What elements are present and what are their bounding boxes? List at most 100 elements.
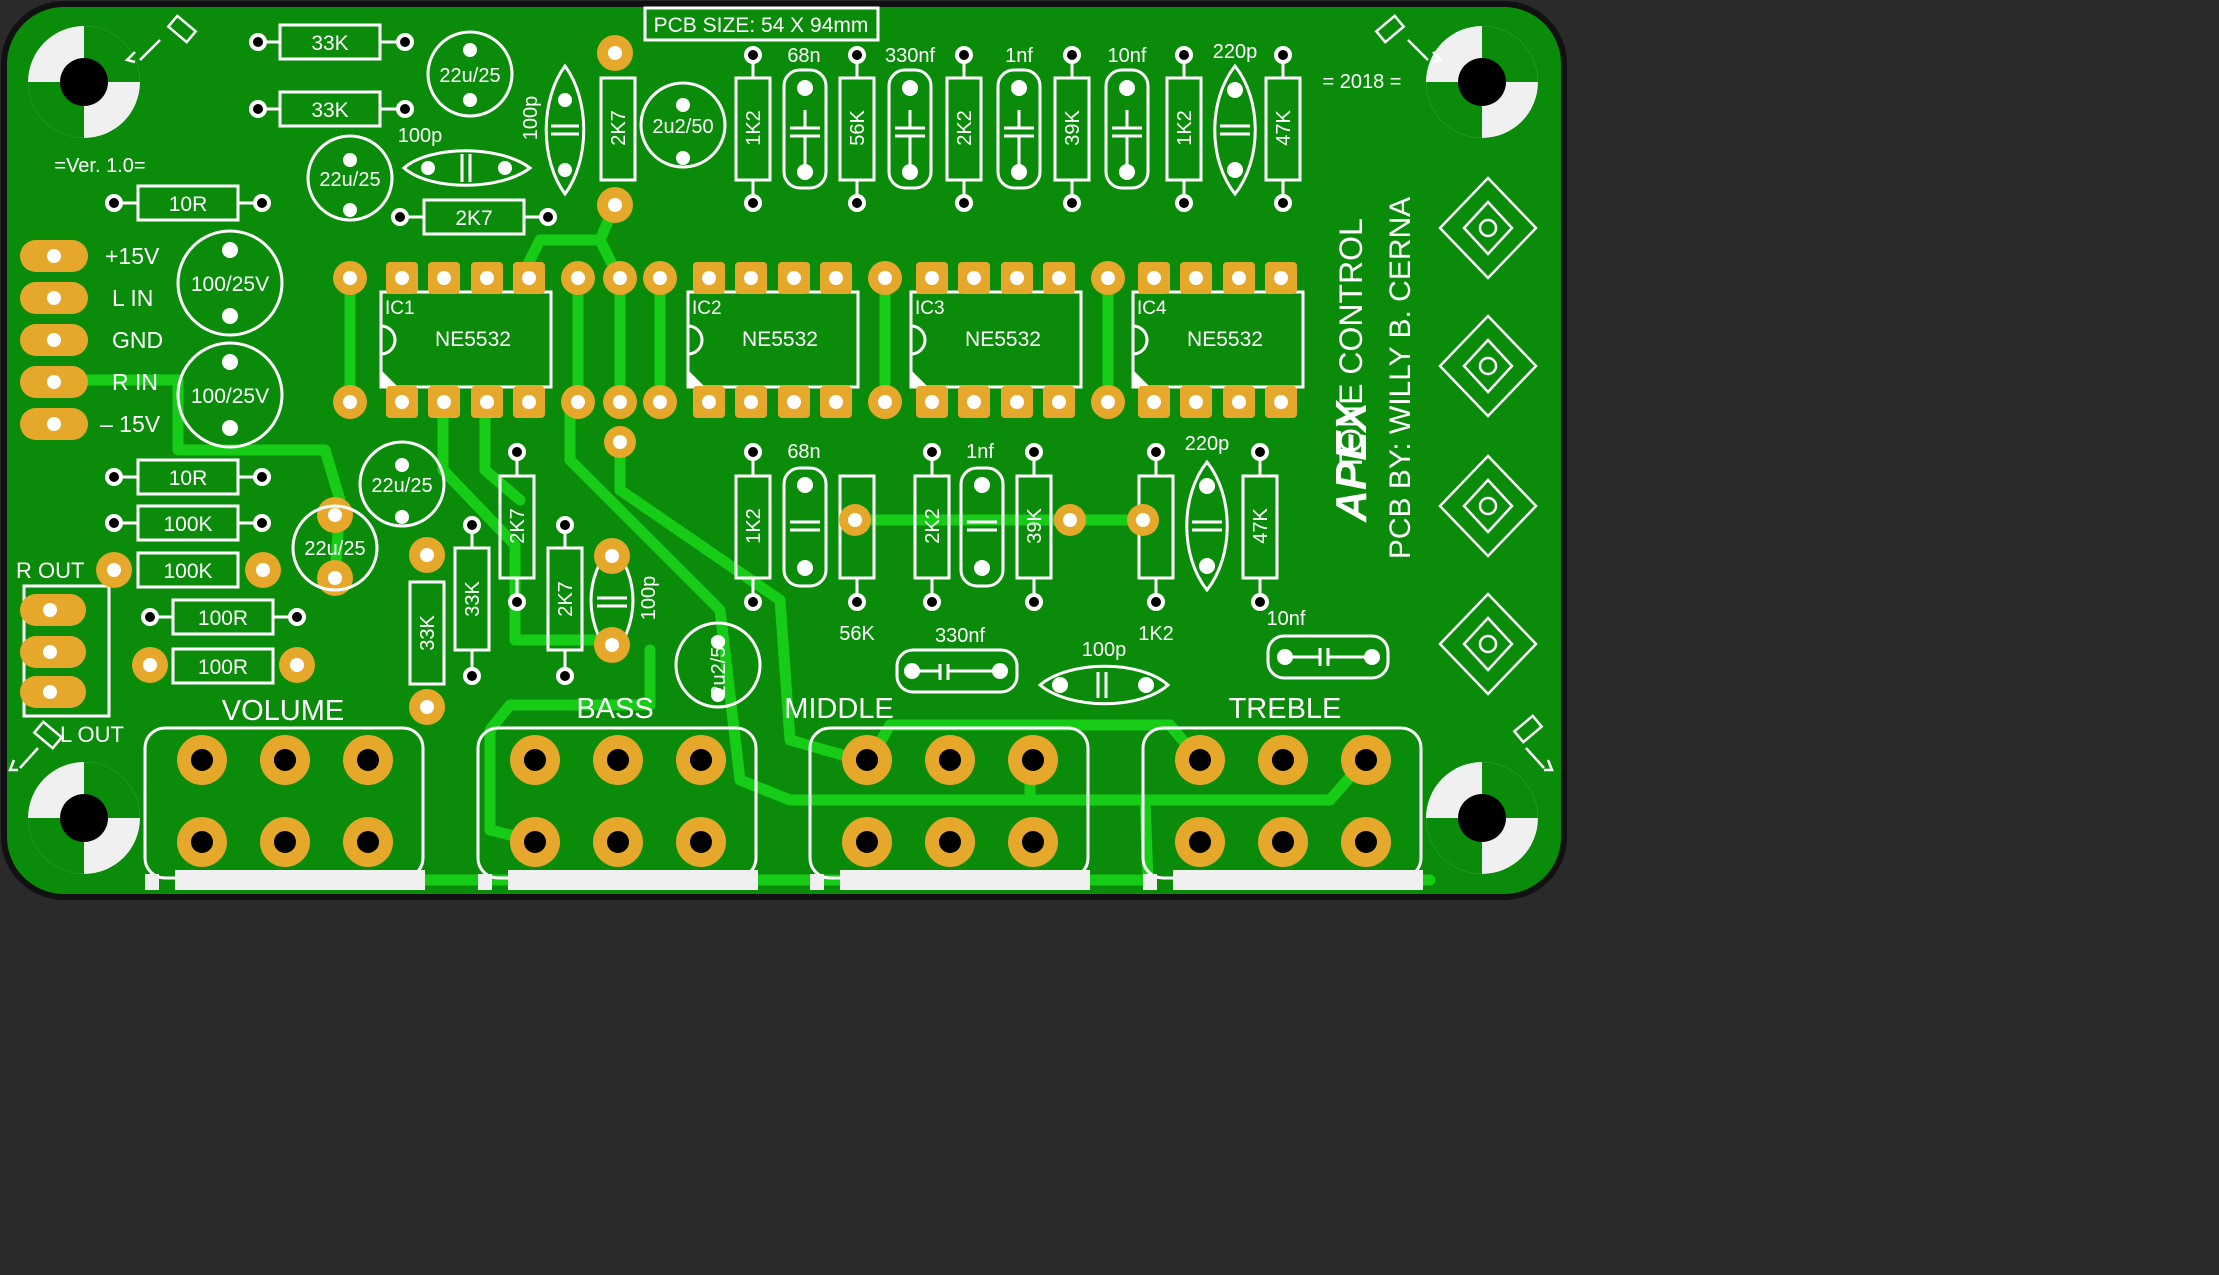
label-100p-c: 100p	[638, 576, 660, 621]
label-l-in: L IN	[112, 285, 153, 311]
ic3-part: NE5532	[965, 328, 1041, 351]
label-2k7-c: 2K7	[507, 508, 529, 544]
label-mid-220p: 220p	[1185, 433, 1230, 455]
label-100-25-a: 100/25V	[191, 273, 269, 296]
label-22u-top: 22u/25	[439, 65, 500, 87]
pot-middle-label: MIDDLE	[784, 693, 894, 725]
label-gnd: GND	[112, 327, 163, 353]
label-22u-mid: 22u/25	[319, 169, 380, 191]
label-100r-a: 100R	[198, 607, 248, 630]
label-top-1nf: 1nf	[1005, 45, 1033, 67]
label-top-39k: 39K	[1062, 110, 1084, 146]
screw-icon	[1512, 714, 1554, 772]
pcb-board: PCB SIZE: 54 X 94mm =Ver. 1.0= = 2018 = …	[1, 1, 1567, 900]
label-100-25-b: 100/25V	[191, 385, 269, 408]
year-label: = 2018 =	[1323, 71, 1402, 93]
label-top-47k: 47K	[1273, 110, 1295, 146]
label-100r-b: 100R	[198, 656, 248, 679]
credit-label: PCB BY: WILLY B. CERNA	[1384, 197, 1417, 559]
pot-treble-label: TREBLE	[1229, 693, 1342, 725]
label-mid-1k2: 1K2	[743, 508, 765, 544]
label-mid-1k2b: 1K2	[1138, 623, 1174, 645]
label-mid-2k2: 2K2	[922, 508, 944, 544]
label-top-2k2: 2K2	[954, 110, 976, 146]
ic1-ref: IC1	[385, 298, 415, 319]
label-mid-68n: 68n	[787, 441, 820, 463]
title-label: TONE CONTROL	[1333, 218, 1369, 472]
board-title: TONE CONTROL	[1333, 218, 1369, 472]
diamond-ornament-icon	[1438, 176, 1538, 280]
mounting-holes	[28, 26, 1538, 874]
ic-pad-holes	[343, 271, 1288, 409]
label-22u-d: 22u/25	[304, 538, 365, 560]
ic2-part: NE5532	[742, 328, 818, 351]
pot-tabs	[145, 870, 1423, 890]
mounting-hole-bottom-right	[1426, 762, 1538, 874]
label-33k-d: 33K	[417, 615, 439, 651]
resistor-100r-b	[171, 647, 275, 685]
screw-icon	[124, 14, 198, 64]
mounting-hole-bottom-left	[28, 762, 140, 874]
label-2k7-h: 2K7	[455, 207, 492, 230]
label-2k7-d: 2K7	[555, 581, 577, 617]
label-100p-vert: 100p	[520, 96, 542, 141]
label-top-330nf: 330nf	[885, 45, 935, 67]
brand-logo: APEX	[1327, 399, 1376, 522]
mounting-hole-top-left	[28, 26, 140, 138]
label-mid-1nf: 1nf	[966, 441, 994, 463]
ic-4: IC4 NE5532	[1131, 290, 1305, 389]
diamond-ornament-icon	[1438, 592, 1538, 696]
output-connector: R OUT L OUT	[16, 558, 124, 747]
label-bot-10nf: 10nf	[1267, 608, 1306, 630]
label-100k-a: 100K	[163, 513, 212, 536]
label-minus-15v: – 15V	[100, 411, 161, 437]
board-substrate	[1, 1, 1567, 900]
label-10r-b: 10R	[169, 467, 208, 490]
mounting-hole-top-right	[1426, 26, 1538, 138]
label-2u2-b: 2u2/50	[708, 635, 730, 696]
pot-bass-label: BASS	[576, 693, 653, 725]
label-mid-56k: 56K	[839, 623, 875, 645]
label-plus-15v: +15V	[105, 243, 160, 269]
diamond-ornament-icon	[1438, 454, 1538, 558]
ic-chips: IC1 NE5532 IC2 NE5532 IC3 NE5532 IC4 NE5…	[379, 290, 1305, 389]
label-top-56k: 56K	[847, 110, 869, 146]
label-33k-b: 33K	[311, 99, 348, 122]
ic3-ref: IC3	[915, 298, 945, 319]
component-labels: 33K 33K 22u/25 22u/25 100p 2u2/50 10R 2K…	[163, 32, 1305, 679]
version-label: =Ver. 1.0=	[54, 155, 145, 177]
vertical-labels: 100p 2K7 1K2 56K 2K2 39K 1K2 47K 1K2 2K2…	[417, 96, 1295, 697]
ic4-ref: IC4	[1137, 298, 1167, 319]
label-bot-100p: 100p	[1082, 639, 1127, 661]
label-33k-c: 33K	[462, 581, 484, 617]
label-10r-a: 10R	[169, 193, 208, 216]
component-pad-holes	[107, 46, 1150, 714]
label-top-68n: 68n	[787, 45, 820, 67]
ornaments	[1438, 176, 1538, 696]
pcb-size-label: PCB SIZE: 54 X 94mm	[654, 14, 869, 37]
label-top-1k2b: 1K2	[1174, 110, 1196, 146]
ic1-part: NE5532	[435, 328, 511, 351]
label-top-1k2: 1K2	[743, 110, 765, 146]
board-credit: PCB BY: WILLY B. CERNA	[1384, 197, 1417, 559]
label-top-220p: 220p	[1213, 41, 1258, 63]
label-bot-330nf: 330nf	[935, 625, 985, 647]
small-holes	[105, 33, 1292, 685]
ic-1: IC1 NE5532	[379, 290, 553, 389]
resistor-100k-b	[136, 551, 240, 589]
screw-icon	[1374, 14, 1444, 64]
ic4-part: NE5532	[1187, 328, 1263, 351]
potentiometers: VOLUME BASS MIDDLE TREBLE	[143, 693, 1423, 880]
label-2k7-v: 2K7	[608, 110, 630, 146]
electrolytic-caps	[176, 30, 762, 709]
label-top-10nf: 10nf	[1108, 45, 1147, 67]
label-33k-a: 33K	[311, 32, 348, 55]
screw-icon	[8, 720, 64, 772]
diamond-ornament-icon	[1438, 314, 1538, 418]
brand-label: APEX	[1327, 399, 1376, 522]
label-r-in: R IN	[112, 369, 158, 395]
pcb-size-box	[643, 6, 880, 42]
pot-volume-label: VOLUME	[222, 695, 344, 727]
label-l-out: L OUT	[60, 722, 124, 747]
ic-3: IC3 NE5532	[909, 290, 1083, 389]
